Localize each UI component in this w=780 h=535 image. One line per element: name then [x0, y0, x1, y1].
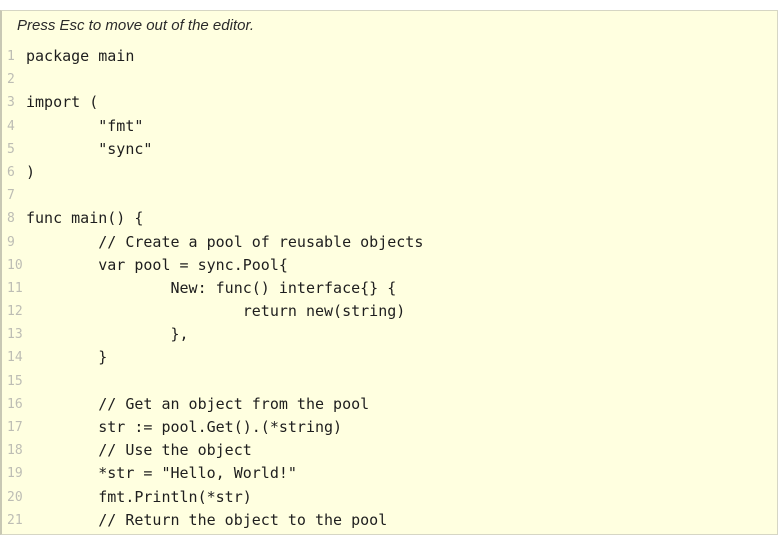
- code-line[interactable]: 12 return new(string): [2, 300, 777, 323]
- line-number: 19: [7, 466, 23, 482]
- line-text[interactable]: // Get an object from the pool: [26, 394, 370, 413]
- code-line[interactable]: 16 // Get an object from the pool: [2, 393, 777, 416]
- line-number: 2: [7, 72, 15, 88]
- line-text[interactable]: *str = "Hello, World!": [26, 464, 297, 483]
- line-number: 9: [7, 234, 15, 250]
- line-number: 15: [7, 373, 23, 389]
- line-text[interactable]: },: [26, 325, 189, 344]
- line-number: 20: [7, 489, 23, 505]
- code-line[interactable]: 8 func main() {: [2, 207, 777, 230]
- line-text[interactable]: str := pool.Get().(*string): [26, 418, 343, 436]
- line-number: 6: [7, 164, 15, 180]
- code-line[interactable]: 9 // Create a pool of reusable objects: [2, 231, 777, 254]
- code-line[interactable]: 17 str := pool.Get().(*string): [2, 416, 777, 439]
- code-line[interactable]: 6): [2, 161, 777, 184]
- line-text[interactable]: return new(string): [26, 302, 406, 321]
- line-number: 18: [7, 443, 23, 459]
- line-number: 3: [7, 95, 15, 111]
- line-text[interactable]: package main: [26, 47, 135, 65]
- line-text[interactable]: "fmt": [26, 116, 144, 135]
- line-number: 16: [7, 396, 23, 412]
- line-text[interactable]: // Use the object: [26, 441, 252, 460]
- code-line[interactable]: 1 package main: [2, 45, 777, 68]
- code-line[interactable]: 10 var pool = sync.Pool{: [2, 254, 777, 277]
- line-text[interactable]: func main() {: [26, 209, 144, 228]
- line-text[interactable]: // Return the object to the pool: [26, 510, 388, 529]
- code-line[interactable]: 4 "fmt": [2, 115, 777, 138]
- line-number: 8: [7, 211, 15, 227]
- line-text[interactable]: ): [26, 162, 36, 181]
- line-number: 12: [7, 304, 23, 320]
- code-line[interactable]: 13 },: [2, 323, 777, 346]
- code-line[interactable]: 18 // Use the object: [2, 439, 777, 462]
- line-number: 17: [7, 420, 23, 435]
- code-line[interactable]: 15: [2, 370, 777, 393]
- code-line[interactable]: 3 import (: [2, 91, 777, 114]
- code-line[interactable]: 20 fmt.Println(*str): [2, 486, 777, 509]
- line-number: 14: [7, 350, 23, 366]
- code-line[interactable]: 21 // Return the object to the pool: [2, 509, 777, 532]
- code-line[interactable]: 2: [2, 68, 777, 91]
- editor-hint: Press Esc to move out of the editor.: [17, 17, 255, 34]
- line-text[interactable]: New: func() interface{} {: [26, 278, 397, 297]
- code-area[interactable]: 1 package main 2 3 import ( 4 "fmt" 5 "syn…: [2, 45, 777, 532]
- line-number: 7: [7, 188, 15, 204]
- line-text[interactable]: import (: [26, 93, 99, 112]
- line-number: 21: [7, 512, 23, 528]
- line-number: 10: [7, 257, 23, 273]
- line-number: 11: [7, 280, 23, 296]
- line-number: 13: [7, 327, 23, 343]
- line-text[interactable]: [26, 370, 777, 393]
- line-text[interactable]: [26, 68, 777, 91]
- code-editor[interactable]: Press Esc to move out of the editor. 1 pa…: [0, 10, 778, 535]
- code-line[interactable]: 19 *str = "Hello, World!": [2, 462, 777, 485]
- line-number: 1: [7, 49, 15, 64]
- line-text[interactable]: fmt.Println(*str): [26, 487, 252, 506]
- code-line[interactable]: 5 "sync": [2, 138, 777, 161]
- line-text[interactable]: }: [26, 348, 108, 367]
- line-text[interactable]: // Create a pool of reusable objects: [26, 232, 424, 251]
- line-text[interactable]: "sync": [26, 139, 153, 158]
- line-number: 4: [7, 118, 15, 134]
- code-line[interactable]: 14 }: [2, 346, 777, 369]
- code-line[interactable]: 11 New: func() interface{} {: [2, 277, 777, 300]
- line-text[interactable]: [26, 184, 777, 207]
- code-line[interactable]: 7: [2, 184, 777, 207]
- line-text[interactable]: var pool = sync.Pool{: [26, 255, 288, 274]
- line-number: 5: [7, 141, 15, 157]
